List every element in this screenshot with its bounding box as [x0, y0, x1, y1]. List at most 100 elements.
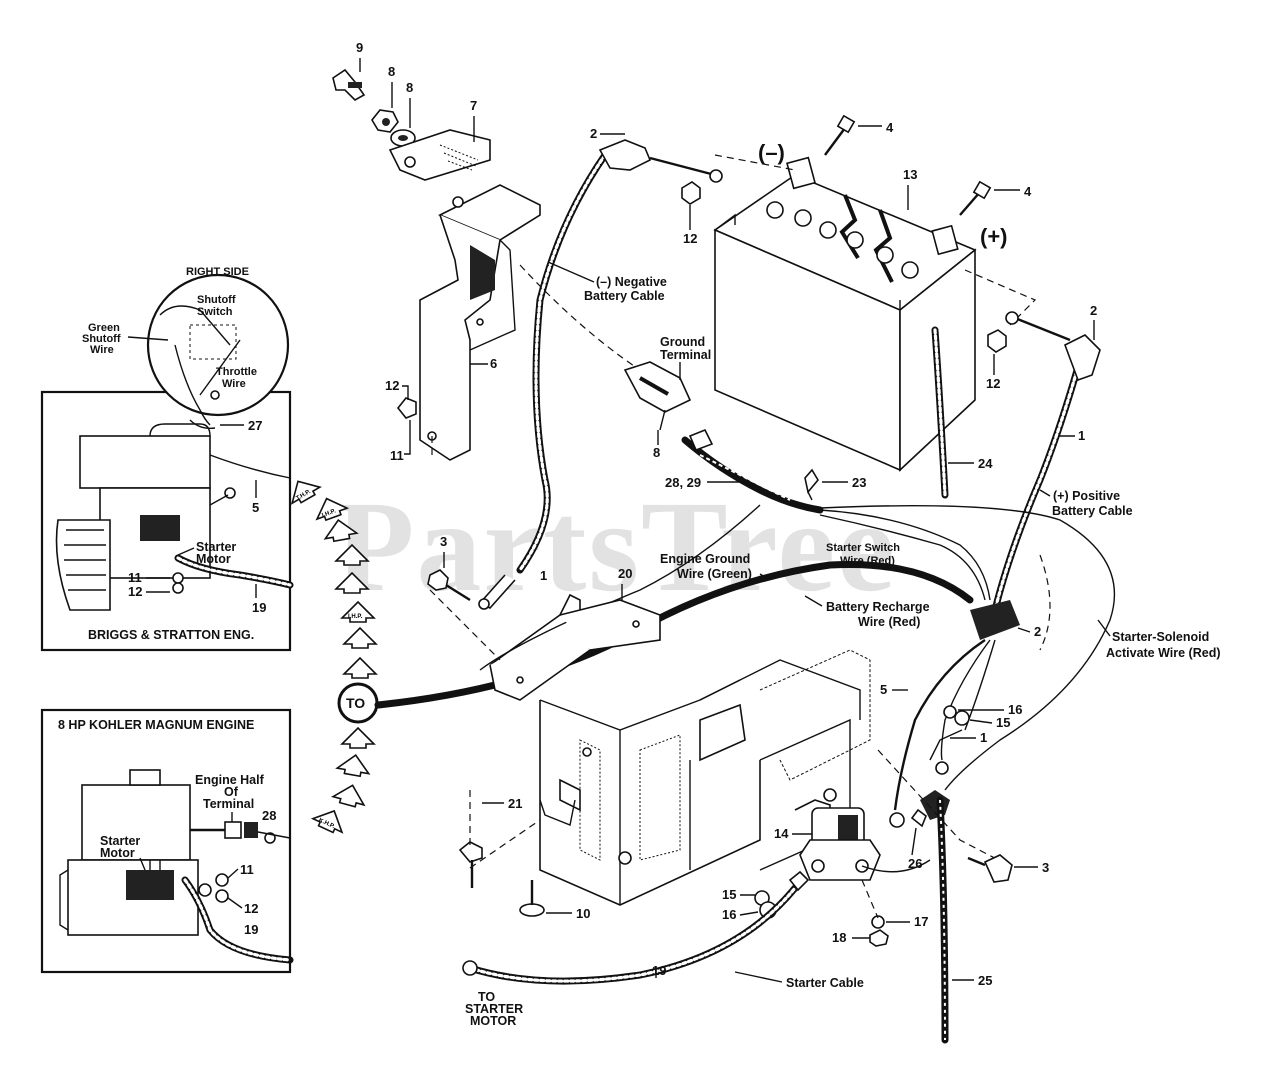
- neg-cable-boot: [598, 139, 652, 171]
- right-side-label: RIGHT SIDE: [186, 266, 249, 278]
- right-side-circle: [146, 273, 290, 417]
- callout-28-29: 28, 29: [665, 475, 701, 490]
- callout-1-lug: 1: [980, 730, 987, 745]
- callout-18: 18: [832, 930, 846, 945]
- callout-15-up: 15: [996, 715, 1010, 730]
- negative-cable: 2 12 (–) Negative Battery Cable 1: [478, 126, 723, 610]
- bolt-4-right: [972, 180, 992, 200]
- callout-21: 21: [508, 796, 522, 811]
- bolt-4-top: [836, 114, 856, 134]
- engine-ground-l1: Engine Ground: [660, 552, 750, 566]
- shutoff-switch-l2: Switch: [197, 306, 233, 318]
- battery-recharge-l2: Wire (Red): [858, 615, 920, 629]
- callout-11-bracket: 11: [390, 448, 404, 463]
- shutoff-switch-l1: Shutoff: [197, 294, 236, 306]
- direction-arrow: [335, 754, 371, 778]
- starter-motor-bs-l1: Starter: [196, 540, 236, 554]
- nut-12: [396, 397, 417, 419]
- harness-clamp: [970, 600, 1020, 640]
- direction-arrow: K.H.P.: [310, 809, 344, 834]
- to-starter-l3: MOTOR: [470, 1014, 516, 1028]
- callout-8-ground: 8: [653, 445, 660, 460]
- briggs-air-filter: [55, 519, 111, 611]
- direction-arrow: [342, 626, 378, 649]
- callout-26: 26: [908, 856, 922, 871]
- to-starter-l1: TO: [478, 990, 495, 1004]
- green-shutoff-l1: Green: [88, 322, 120, 334]
- bracket-body: [419, 214, 501, 461]
- to-starter-l2: STARTER: [465, 1002, 523, 1016]
- callout-11-kohler: 11: [240, 862, 254, 877]
- starter-solenoid: 14: [774, 788, 931, 881]
- solenoid-hardware: 15 16 17 18: [722, 879, 928, 947]
- callout-5-left: 5: [252, 500, 259, 515]
- battery-recharge-l1: Battery Recharge: [826, 600, 930, 614]
- bolt-21: 21: [458, 790, 541, 888]
- direction-arrow: [323, 519, 359, 543]
- engine-half-l2: Of: [224, 785, 239, 799]
- callout-27: 27: [248, 418, 262, 433]
- kohler-starter-motor-l2: Motor: [100, 846, 135, 860]
- callout-12-kohler: 12: [244, 901, 258, 916]
- briggs-starter-motor-icon: [140, 515, 180, 541]
- direction-arrow: [340, 726, 376, 749]
- pos-cable-l1: (+) Positive: [1053, 489, 1120, 503]
- battery-tray: [539, 649, 871, 906]
- green-shutoff-l3: Wire: [90, 344, 114, 356]
- direction-arrow: I.H.P.: [315, 497, 350, 522]
- kohler-title: 8 HP KOHLER MAGNUM ENGINE: [58, 718, 254, 732]
- right-side-detail: RIGHT SIDE Shutoff Switch Green Shutoff …: [82, 266, 290, 433]
- chassis-bracket-20: 20: [489, 566, 661, 701]
- callout-19-left: 19: [252, 600, 266, 615]
- direction-arrow-label: I.H.P.: [321, 508, 337, 519]
- ground-terminal-l1: Ground: [660, 335, 705, 349]
- callout-28-left: 28: [262, 808, 276, 823]
- engine-ground-l2: Wire (Green): [677, 567, 752, 581]
- callout-8b: 8: [406, 80, 413, 95]
- direction-arrow-label: I.H.P.: [348, 614, 363, 620]
- callout-19-cable: 19: [652, 963, 666, 978]
- direction-arrow: [330, 784, 366, 808]
- to-connector: TO: [337, 682, 379, 724]
- callout-5-lug: 5: [880, 682, 887, 697]
- callout-7: 7: [470, 98, 477, 113]
- callout-4-right: 4: [1024, 184, 1032, 199]
- strap-24: 24: [931, 326, 993, 499]
- callout-3-right: 3: [1042, 860, 1049, 875]
- callout-13: 13: [903, 167, 917, 182]
- pos-terminal: [931, 224, 959, 256]
- direction-arrow: I.H.P.: [340, 600, 376, 623]
- throttle-wire-l2: Wire: [222, 378, 246, 390]
- starter-cable: 19 Starter Cable TO STARTER MOTOR: [462, 870, 864, 1028]
- throttle-wire-l1: Throttle: [216, 366, 257, 378]
- starter-cable-label: Starter Cable: [786, 976, 864, 990]
- neg-cable-l1: (–) Negative: [596, 275, 667, 289]
- kohler-inset: 8 HP KOHLER MAGNUM ENGINE Starter Motor …: [40, 708, 294, 974]
- callout-23: 23: [852, 475, 866, 490]
- callout-19-kohler: 19: [244, 922, 258, 937]
- neg-sign: (–): [758, 140, 785, 165]
- ignition-key-assembly: 9 8 8 7: [332, 40, 491, 181]
- callout-8a: 8: [388, 64, 395, 79]
- callout-2-neg: 2: [590, 126, 597, 141]
- callout-14: 14: [774, 826, 789, 841]
- bolt-10: 10: [519, 880, 590, 921]
- pos-sign: (+): [980, 224, 1008, 249]
- callout-2-pos: 2: [1090, 303, 1097, 318]
- clip-23: 23: [804, 468, 866, 501]
- cable-26-25: 26 25: [877, 749, 1011, 1044]
- starter-motor-bs-l2: Motor: [196, 552, 231, 566]
- starter-solenoid-l2: Activate Wire (Red): [1106, 646, 1221, 660]
- direction-arrow: [334, 571, 370, 594]
- callout-20: 20: [618, 566, 632, 581]
- callout-1-neg: 1: [540, 568, 547, 583]
- terminals-15-16: 16 15 1 5: [880, 682, 1022, 745]
- mount-bracket: 6 12 11: [385, 184, 541, 463]
- starter-switch-l1: Starter Switch: [826, 542, 900, 554]
- callout-25: 25: [978, 973, 992, 988]
- positive-cable: 2 12 1 (+) Positive Battery Cable: [986, 303, 1133, 614]
- kohler-inset-frame: [40, 708, 292, 974]
- callout-17: 17: [914, 914, 928, 929]
